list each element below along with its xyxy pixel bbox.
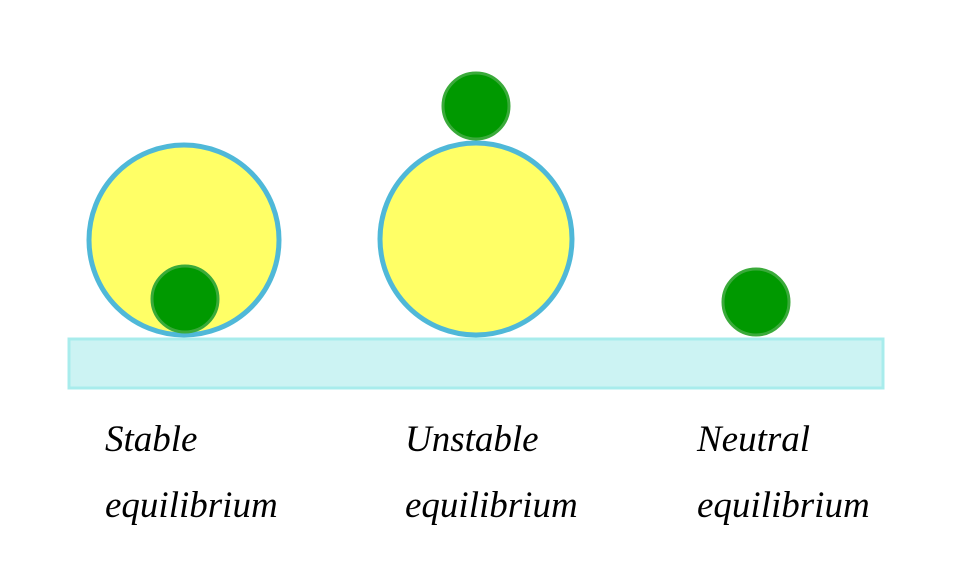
unstable-label-line2: equilibrium bbox=[405, 485, 578, 526]
ground-surface bbox=[67, 337, 885, 390]
stable-label-line1: Stable bbox=[105, 419, 198, 460]
stable-label-line2: equilibrium bbox=[105, 485, 278, 526]
stable-large-ball bbox=[86, 142, 282, 338]
neutral-label-line1: Neutral bbox=[697, 419, 811, 460]
neutral-label: Neutral equilibrium bbox=[697, 407, 870, 539]
unstable-label: Unstable equilibrium bbox=[405, 407, 578, 539]
stable-label: Stable equilibrium bbox=[105, 407, 278, 539]
neutral-label-line2: equilibrium bbox=[697, 485, 870, 526]
unstable-large-ball bbox=[377, 140, 575, 338]
stable-small-ball bbox=[150, 264, 220, 334]
neutral-small-ball bbox=[721, 267, 791, 337]
unstable-label-line1: Unstable bbox=[405, 419, 539, 460]
unstable-small-ball bbox=[441, 71, 511, 141]
